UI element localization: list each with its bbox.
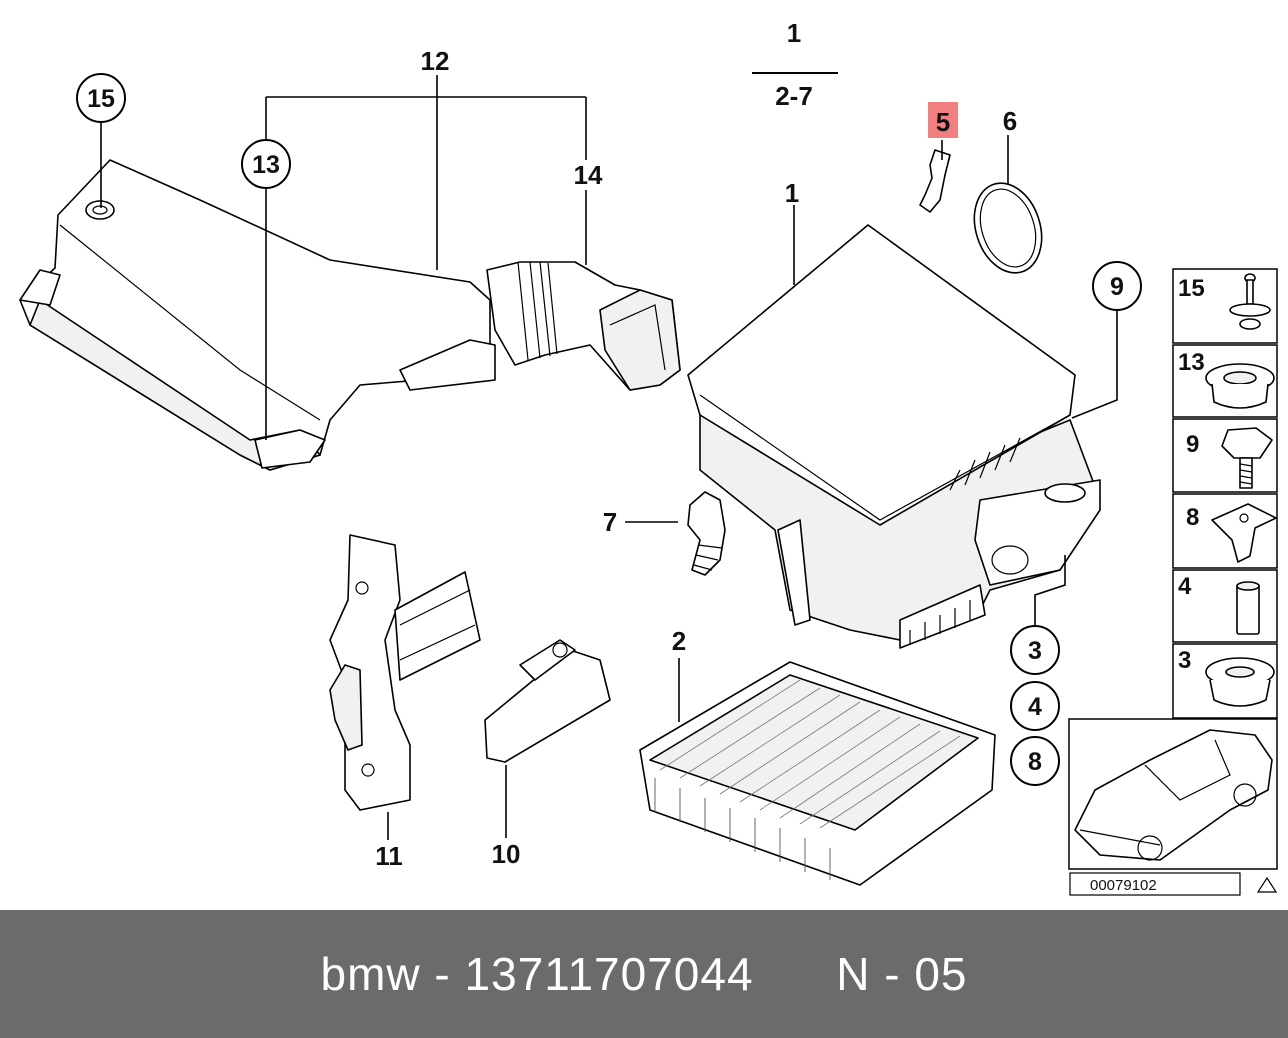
legend-label-15: 15 [1178,275,1205,302]
callout-10: 10 [492,839,521,869]
circled-callout-15: 15 [87,85,115,113]
image-code: 00079102 [1090,877,1157,894]
footer-gap-2 [451,947,465,1001]
footer-separator: - [434,948,451,1000]
footer-gap-1 [421,947,435,1001]
circled-callout-13: 13 [252,151,280,179]
grommet-large-icon [1205,657,1275,707]
circled-callout-3: 3 [1028,637,1042,665]
leader-lines [100,75,1118,840]
filter-element-part-2 [639,661,996,886]
small-parts-legend: 15 13 9 8 4 3 [1172,268,1278,719]
legend-label-4: 4 [1178,573,1192,600]
callout-2: 2 [672,626,686,656]
bracket-part-11 [329,534,481,811]
sleeve-icon [1236,581,1260,635]
clip-part-5 [919,149,951,213]
callout-6: 6 [1003,106,1017,136]
assembly-fraction: 1 2-7 [752,18,838,111]
image-code-box: 00079102 [1069,872,1278,896]
footer-banner: bmw - 13711707044 N - 05 [0,910,1288,1038]
legend-label-8: 8 [1186,504,1199,531]
circled-callout-4: 4 [1028,693,1042,721]
parts-diagram: 1 2-7 [19,18,1278,896]
legend-label-13: 13 [1178,349,1205,376]
grommet-icon [1205,363,1275,409]
highlight-box [928,102,958,138]
fraction-bottom: 2-7 [775,81,813,111]
circled-callout-8: 8 [1028,748,1042,776]
callout-11: 11 [375,841,403,871]
footer-ref: N - 05 [836,948,968,1000]
callout-labels: 12 14 1 5 6 7 2 11 10 15 13 9 3 4 8 [76,46,1142,871]
intake-bellows-part-14 [486,261,681,391]
clamp-part-7 [687,491,726,576]
air-filter-housing-part-1 [687,224,1101,649]
callout-1: 1 [785,178,799,208]
warning-triangle-icon [1256,876,1278,893]
push-pin-icon [1229,273,1271,330]
footer-brand: bmw [320,948,421,1000]
intake-duct-part-12 [19,159,496,471]
pad-part-10 [484,639,611,763]
seal-ring-part-6 [973,182,1043,274]
circled-callout-9: 9 [1110,273,1124,301]
legend-label-9: 9 [1186,431,1199,458]
callout-7: 7 [603,507,617,537]
vehicle-thumbnail [1068,718,1278,870]
bolt-icon [1221,427,1273,489]
callout-14: 14 [574,160,603,190]
callout-5: 5 [936,107,950,137]
legend-label-3: 3 [1178,647,1191,674]
fraction-top: 1 [787,18,801,48]
footer-part-number: 13711707044 [464,948,754,1000]
callout-12: 12 [421,46,450,76]
footer-gap-3 [754,947,837,1001]
clip-nut-icon [1211,503,1277,563]
